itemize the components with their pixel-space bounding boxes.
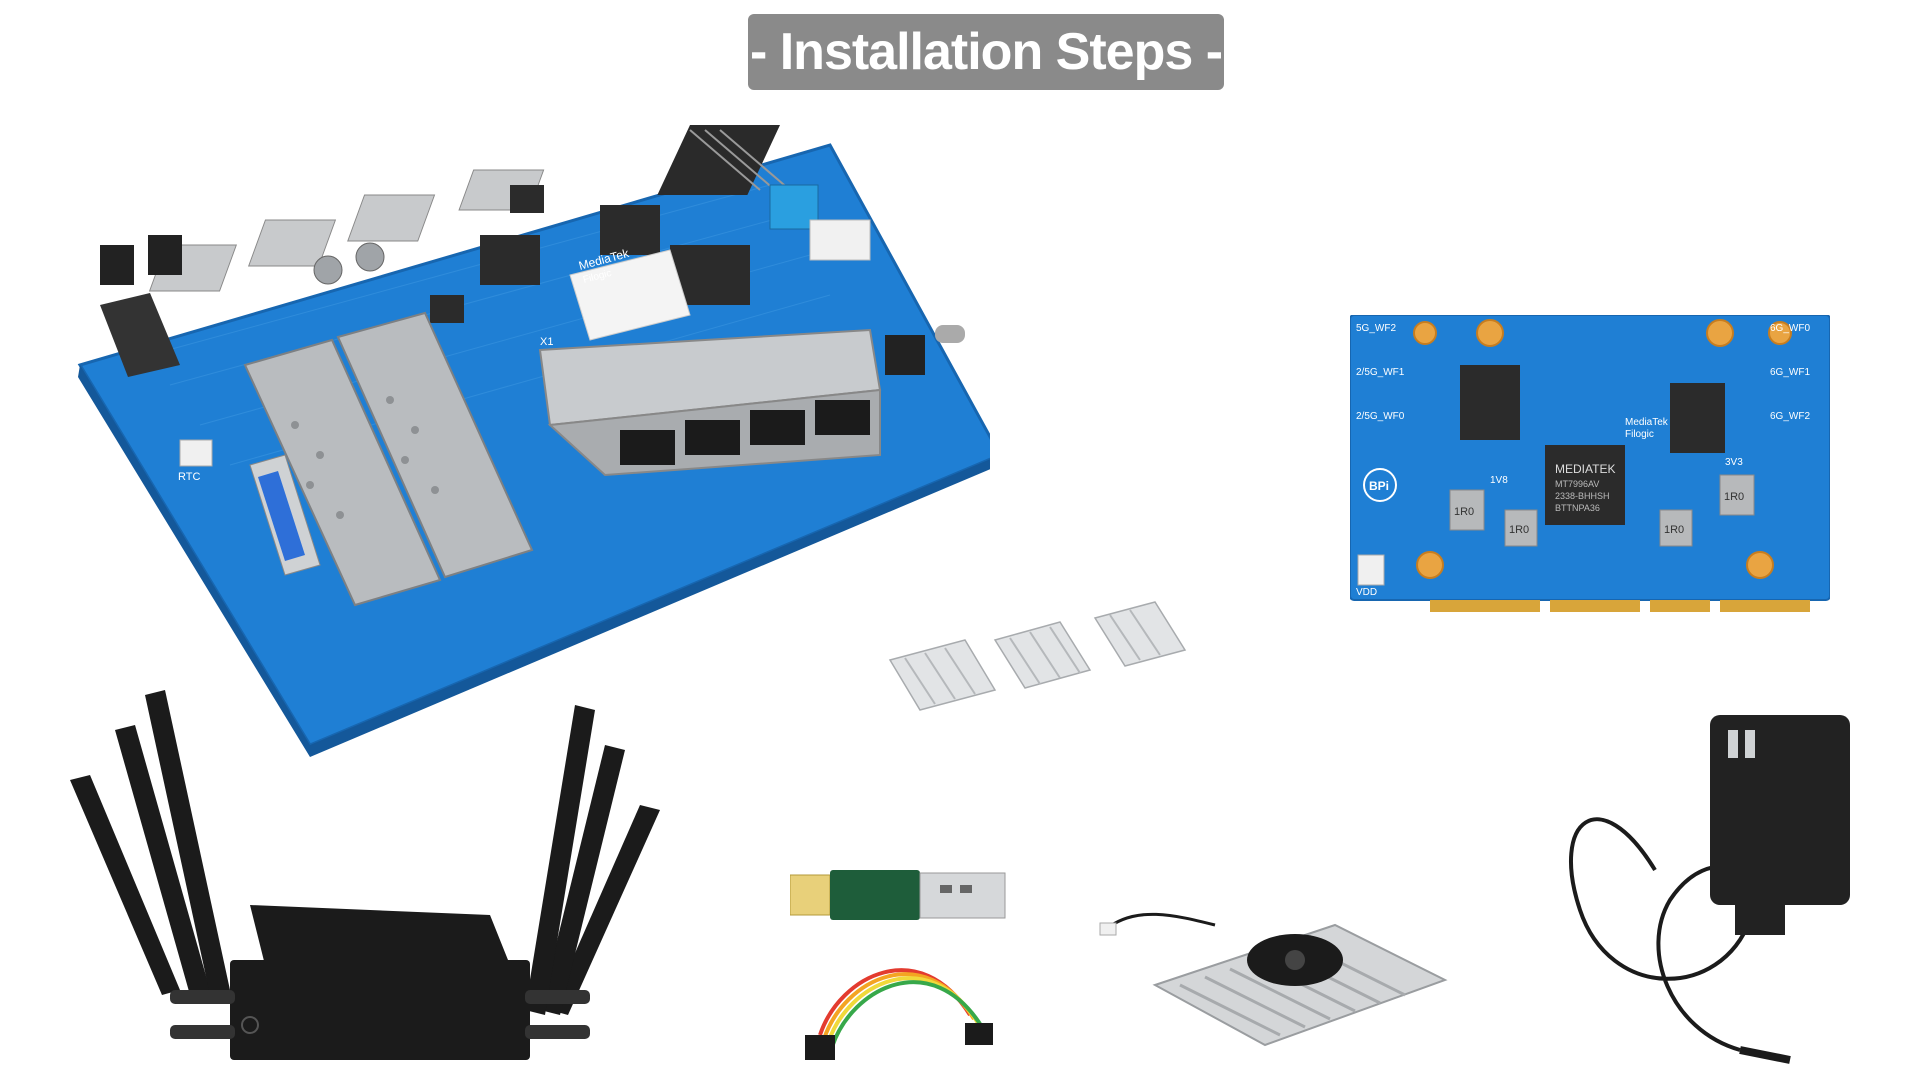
- wifi-module-image: MEDIATEK MT7996AV 2338-BHHSH BTTNPA36 1R…: [1350, 315, 1830, 615]
- small-heatsinks-image: [885, 600, 1195, 730]
- module-label-3v3: 3V3: [1725, 457, 1743, 468]
- module-vendor: MediaTek: [1625, 417, 1669, 428]
- board-x1-label: X1: [540, 336, 553, 348]
- jumper-wires-image: [800, 935, 1000, 1065]
- module-inductor-1: 1R0: [1454, 506, 1474, 518]
- module-label-1v8: 1V8: [1490, 475, 1508, 486]
- module-inductor-2: 1R0: [1509, 524, 1529, 536]
- module-label-5g-wf2: 5G_WF2: [1356, 323, 1396, 334]
- module-label-6g-wf0: 6G_WF0: [1770, 323, 1810, 334]
- power-adapter-image: [1540, 700, 1870, 1070]
- module-label-25g-wf0: 2/5G_WF0: [1356, 411, 1405, 422]
- heatsink-fan-image: [1095, 885, 1455, 1060]
- module-label-vdd: VDD: [1356, 587, 1377, 598]
- usb-ttl-adapter-image: [790, 855, 1010, 945]
- module-chip-model: MT7996AV: [1555, 479, 1599, 489]
- router-board-image: MediaTek Filogic RTC: [70, 125, 990, 765]
- module-chip-code1: 2338-BHHSH: [1555, 491, 1610, 501]
- module-inductor-3: 1R0: [1664, 524, 1684, 536]
- module-label-6g-wf1: 6G_WF1: [1770, 367, 1810, 378]
- module-label-6g-wf2: 6G_WF2: [1770, 411, 1810, 422]
- module-bpi-logo: BPi: [1369, 479, 1389, 493]
- module-label-25g-wf1: 2/5G_WF1: [1356, 367, 1405, 378]
- board-rtc-label: RTC: [178, 471, 200, 483]
- page-title: - Installation Steps -: [748, 14, 1224, 90]
- module-chip-brand: MEDIATEK: [1555, 462, 1615, 476]
- module-inductor-4: 1R0: [1724, 491, 1744, 503]
- module-chip-code2: BTTNPA36: [1555, 503, 1600, 513]
- module-vendor-sub: Filogic: [1625, 429, 1654, 440]
- router-case-image: [70, 690, 680, 1075]
